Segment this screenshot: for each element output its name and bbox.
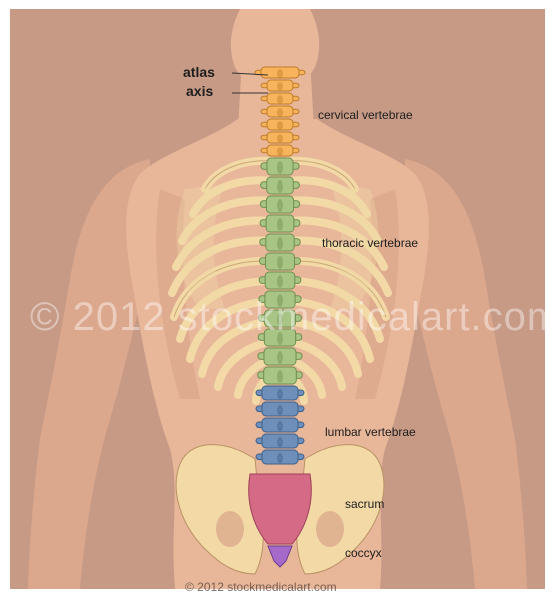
left-obturator <box>216 511 244 547</box>
thoracic-vertebra <box>261 177 300 194</box>
thoracic-vertebra <box>260 215 300 232</box>
thoracic-vertebra <box>259 272 301 289</box>
cervical-vertebra <box>255 67 305 78</box>
sacrum-label: sacrum <box>345 497 384 511</box>
thoracic-vertebra <box>260 196 299 213</box>
lumbar-vertebra <box>256 402 304 416</box>
watermark: © 2012 stockmedicalart.com <box>30 295 555 340</box>
thoracic-vertebrae-label: thoracic vertebrae <box>322 236 418 250</box>
atlas-label: atlas <box>183 64 215 80</box>
thoracic-vertebra <box>258 348 302 365</box>
lumbar-vertebra <box>256 434 304 448</box>
thoracic-vertebra <box>260 234 300 251</box>
coccyx-label: coccyx <box>345 546 382 560</box>
lumbar-vertebra <box>256 450 304 464</box>
lumbar-vertebrae-label: lumbar vertebrae <box>325 425 416 439</box>
footer-credit: © 2012 stockmedicalart.com <box>185 580 337 594</box>
right-obturator <box>316 511 344 547</box>
cervical-vertebrae-label: cervical vertebrae <box>318 108 413 122</box>
thoracic-vertebra <box>260 253 301 270</box>
axis-label: axis <box>186 83 213 99</box>
thoracic-vertebra <box>258 367 303 384</box>
lumbar-vertebra <box>256 386 304 400</box>
lumbar-vertebra <box>256 418 304 432</box>
